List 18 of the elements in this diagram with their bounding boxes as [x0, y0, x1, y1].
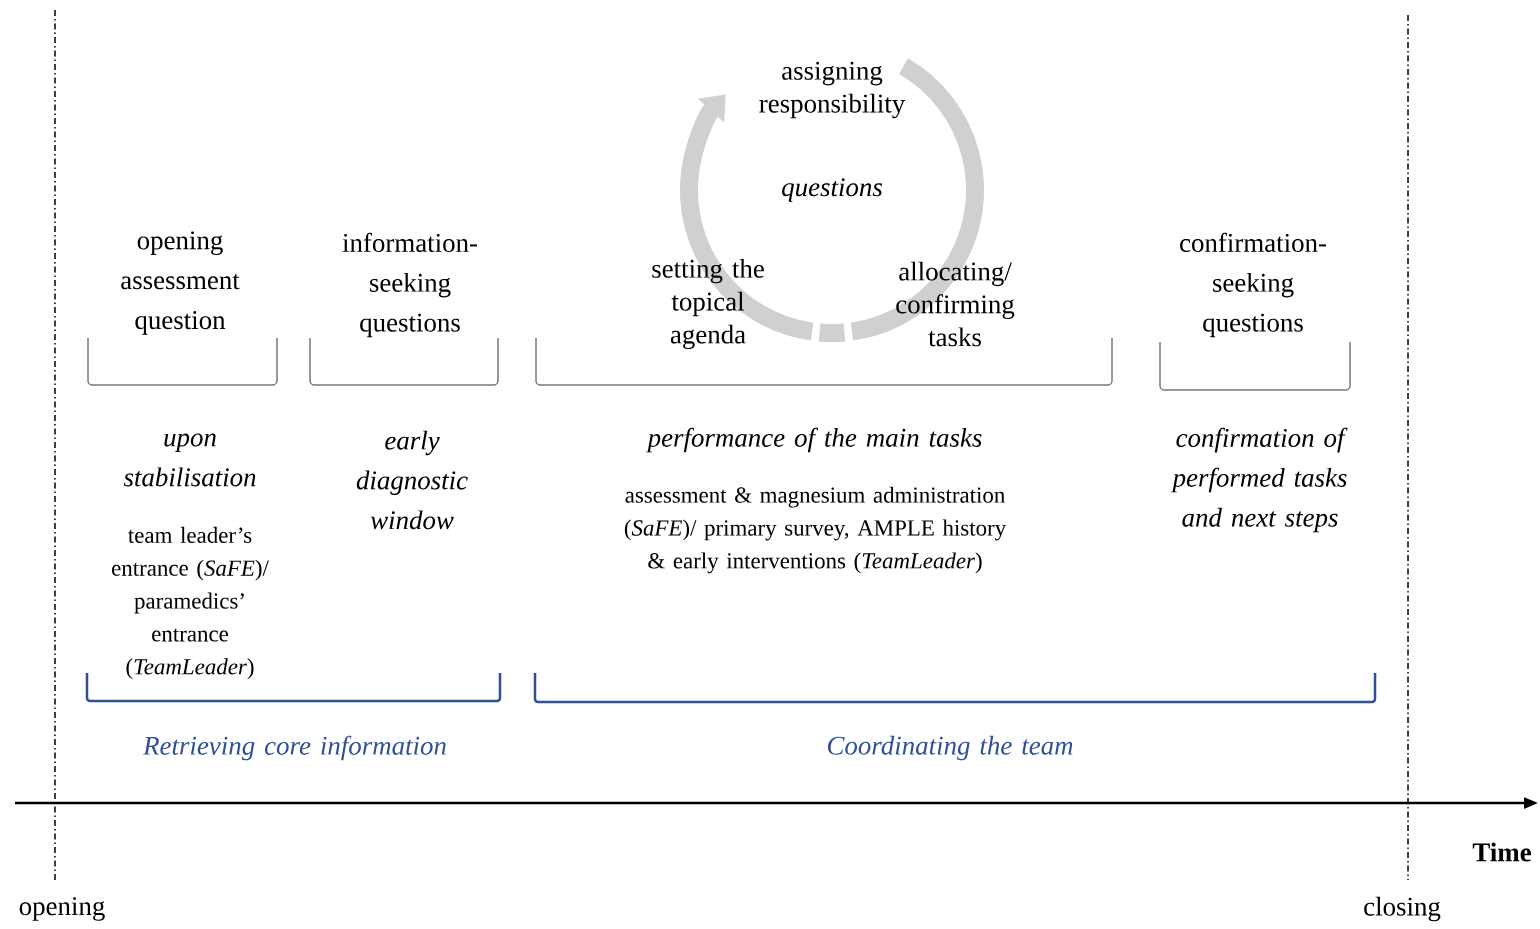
time-point-label: opening	[19, 897, 105, 921]
question-label: assigning responsibility	[759, 61, 906, 119]
time-point-label: closing	[1364, 896, 1441, 922]
phase-label: confirmation of performed tasks and next steps	[1171, 427, 1348, 533]
phase-heading: Coordinating the team	[828, 735, 1073, 761]
phase-label: upon stabilisation	[123, 433, 256, 487]
phase-label: performance of the main tasks	[646, 427, 982, 453]
question-label: opening assessment question	[121, 231, 240, 335]
question-label: setting the topical agenda	[652, 258, 764, 350]
note-text: assessment & magnesium administration (SaFE)/ primary survey, AMPLE history & early interventions (TeamLeader)	[624, 486, 1007, 574]
phase-heading: Retrieving core information	[142, 735, 446, 761]
question-label: information-seeking questions	[342, 232, 478, 338]
axis-label: Time	[1472, 842, 1531, 862]
phase-label: early diagnostic window	[356, 430, 468, 530]
question-label: questions	[782, 178, 882, 202]
question-label: confirmation-seeking questions	[1180, 232, 1326, 338]
question-label: allocating/ confirming tasks	[896, 261, 1015, 347]
note-text: team leader’s entrance (SaFE)/ paramedics’ entrance (TeamLeader)	[112, 526, 269, 680]
